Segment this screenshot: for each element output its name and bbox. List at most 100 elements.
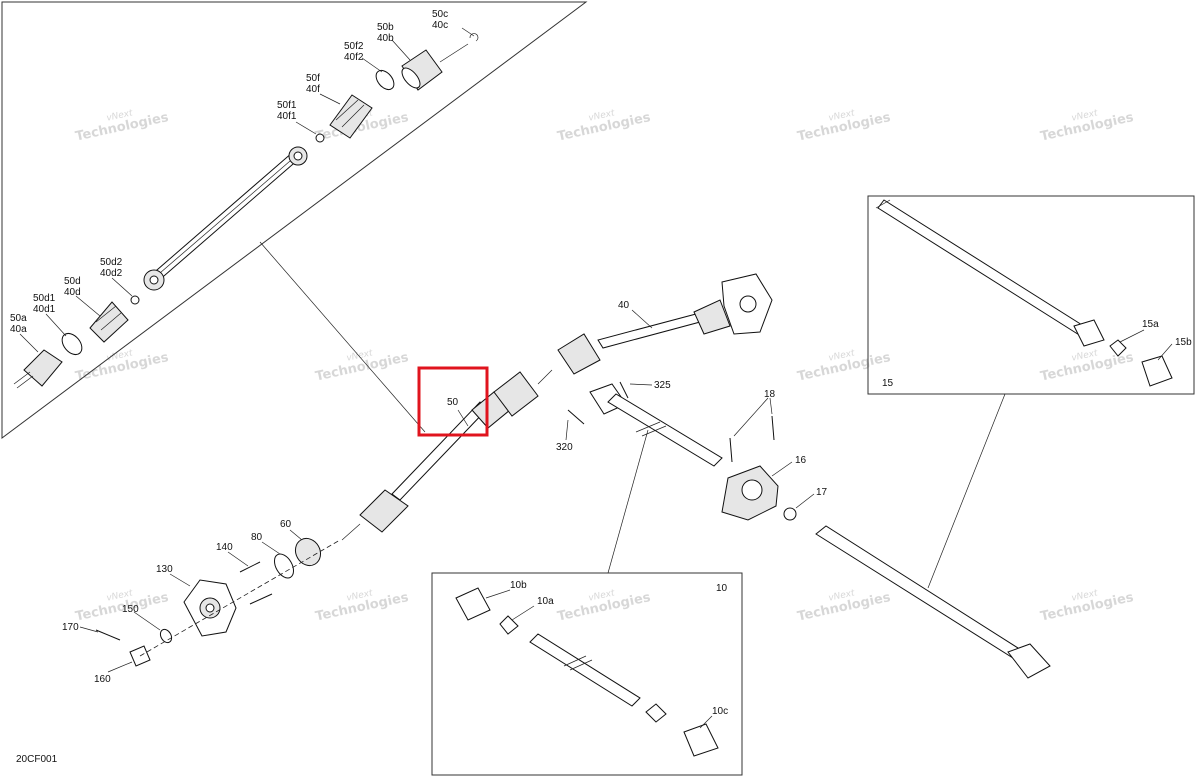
axle-40-shaft — [597, 313, 701, 349]
bolt-18b — [771, 415, 775, 441]
bolt-320 — [567, 409, 585, 425]
detail-frame-15 — [867, 195, 1195, 395]
watermark: vNext Technologies — [314, 588, 410, 624]
callout-150: 150 — [122, 604, 139, 615]
highlight-box-50 — [417, 366, 489, 437]
driveshaft-front-tube — [607, 393, 723, 467]
callout-15a: 15a — [1142, 319, 1159, 330]
callout-80: 80 — [251, 532, 263, 543]
cross-10a — [499, 615, 519, 635]
axle-50-shaft — [391, 401, 489, 501]
yoke-10c — [683, 723, 719, 757]
callout-10b: 10b — [510, 580, 527, 591]
callout-40c: 40c — [432, 20, 448, 31]
callout-40: 40 — [618, 300, 630, 311]
callout-40f1: 40f1 — [277, 111, 297, 122]
cross-15a — [1109, 339, 1127, 357]
callout-140: 140 — [216, 542, 233, 553]
washer-150 — [159, 628, 173, 644]
callout-50c: 50c — [432, 9, 448, 20]
clamp-50f2 — [375, 69, 395, 91]
boot-50f — [329, 94, 373, 139]
callout-16: 16 — [795, 455, 807, 466]
callout-15b: 15b — [1175, 337, 1192, 348]
callout-50d2: 50d2 — [100, 257, 123, 268]
diagram-code: 20CF001 — [16, 754, 58, 765]
clamp-50d2 — [130, 295, 140, 305]
callout-40d: 40d — [64, 287, 81, 298]
callout-10: 10 — [716, 583, 728, 594]
frame-leader — [607, 429, 649, 574]
callout-40f: 40f — [306, 84, 320, 95]
front-axle-50 — [341, 369, 553, 541]
callout-170: 170 — [62, 622, 79, 633]
frame-leader — [259, 241, 426, 433]
o-ring-17 — [783, 507, 797, 521]
callout-325: 325 — [654, 380, 671, 391]
detail-10-parts — [455, 587, 719, 757]
callout-17: 17 — [816, 487, 828, 498]
leader-lines — [19, 27, 1173, 729]
axle-40 — [557, 273, 773, 375]
callout-40b: 40b — [377, 33, 394, 44]
axle-exploded-view — [13, 33, 479, 389]
frame-leader — [927, 393, 1006, 589]
callout-50: 50 — [447, 397, 459, 408]
callout-50d: 50d — [64, 276, 81, 287]
callout-10a: 10a — [537, 596, 554, 607]
detail-frame-top-left — [1, 1, 588, 439]
watermark: vNext Technologies — [74, 588, 170, 624]
callout-50f: 50f — [306, 73, 320, 84]
cotter-pin-170 — [95, 629, 121, 641]
callout-50f2: 50f2 — [344, 41, 364, 52]
watermark: vNext Technologies — [796, 348, 892, 384]
callout-130: 130 — [156, 564, 173, 575]
watermark: vNext Technologies — [314, 348, 410, 384]
watermark: vNext Technologies — [556, 108, 652, 144]
callout-320: 320 — [556, 442, 573, 453]
assembly-axis — [139, 539, 341, 657]
callout-40d2: 40d2 — [100, 268, 123, 279]
detail-15-parts — [875, 199, 1173, 387]
bolt-18a — [729, 437, 733, 463]
yoke-10b — [455, 587, 491, 621]
callout-40d1: 40d1 — [33, 304, 56, 315]
driveshaft-rear-yoke — [1007, 643, 1051, 679]
callout-50f1: 50f1 — [277, 100, 297, 111]
watermark: vNext Technologies — [556, 588, 652, 624]
ring-80 — [274, 553, 294, 579]
shaft-15 — [877, 199, 1091, 339]
callout-160: 160 — [94, 674, 111, 685]
callout-40f2: 40f2 — [344, 52, 364, 63]
clamp-50f1 — [315, 133, 325, 143]
circlip-50c — [469, 33, 479, 42]
yoke-15 — [1073, 319, 1105, 347]
stub-50a — [23, 349, 63, 387]
clamp-50d1 — [61, 332, 83, 356]
watermark: vNext Technologies — [1039, 108, 1135, 144]
axle-50-outer-boot — [359, 489, 409, 533]
yoke-15b — [1141, 355, 1173, 387]
detail-frame-10 — [431, 572, 743, 776]
watermark: vNext Technologies — [74, 108, 170, 144]
callout-40a: 40a — [10, 324, 27, 335]
callout-labels: 50c 40c 50b 40b 50f2 40f2 50f 40f 50f1 4… — [10, 9, 1192, 765]
watermark: vNext Technologies — [74, 348, 170, 384]
watermark: vNext Technologies — [796, 108, 892, 144]
callout-10c: 10c — [712, 706, 728, 717]
callout-18: 18 — [764, 389, 776, 400]
bolt-325 — [619, 381, 629, 399]
axle-40-housing — [557, 333, 601, 375]
cross-10 — [645, 703, 667, 723]
center-driveshaft — [567, 381, 1051, 679]
shaft-10 — [529, 633, 641, 707]
stud-140b — [249, 593, 273, 605]
axle-40-boot — [693, 299, 731, 335]
axle-50-inner-housing — [493, 371, 539, 417]
callout-50d1: 50d1 — [33, 293, 56, 304]
bearing-60 — [294, 537, 322, 567]
callout-50b: 50b — [377, 22, 394, 33]
wheel-hub-assembly — [95, 537, 341, 667]
callout-60: 60 — [280, 519, 292, 530]
